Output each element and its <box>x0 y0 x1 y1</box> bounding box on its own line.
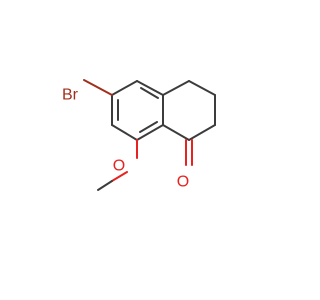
carbonyl-oxygen-label: O <box>177 174 189 191</box>
bond-ring-inner-1 <box>140 87 159 99</box>
bond-c-br <box>83 79 113 96</box>
bond-sat-1 <box>162 80 190 96</box>
methoxy-oxygen-label: O <box>113 158 125 175</box>
bond-o-ch3 <box>111 171 128 182</box>
bond-sat-2 <box>188 80 216 96</box>
bond-sat-5 <box>162 124 190 141</box>
bond-methyl <box>97 180 113 191</box>
bond-ring-inner-2 <box>139 121 158 133</box>
bond-ring-c2-c3 <box>136 80 164 96</box>
bond-sat-4 <box>188 124 216 141</box>
bond-ring-c1-c2 <box>111 80 138 96</box>
structure-diagram: Br O O <box>62 79 216 191</box>
bond-ring-c4-c5 <box>136 124 164 141</box>
bond-ring-c5-c6 <box>111 124 138 141</box>
bromine-label: Br <box>62 87 79 104</box>
